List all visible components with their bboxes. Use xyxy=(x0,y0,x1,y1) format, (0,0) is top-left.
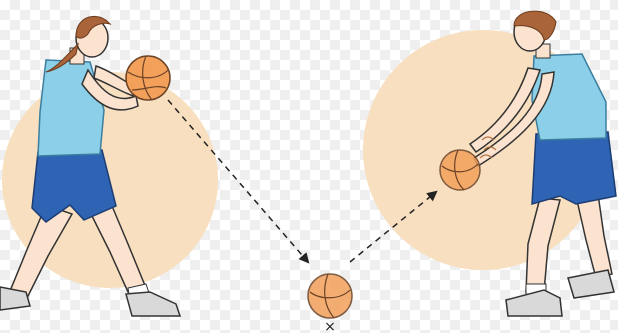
right-player-front-shoe xyxy=(506,290,562,316)
bounce-landing-mark: × xyxy=(324,319,336,333)
right-player-shorts xyxy=(532,132,616,204)
right-received-ball xyxy=(440,150,480,190)
left-player-front-shoe xyxy=(126,292,180,316)
left-held-ball xyxy=(126,56,170,100)
bounce-ball xyxy=(308,274,352,318)
right-player-back-shoe xyxy=(568,270,614,298)
